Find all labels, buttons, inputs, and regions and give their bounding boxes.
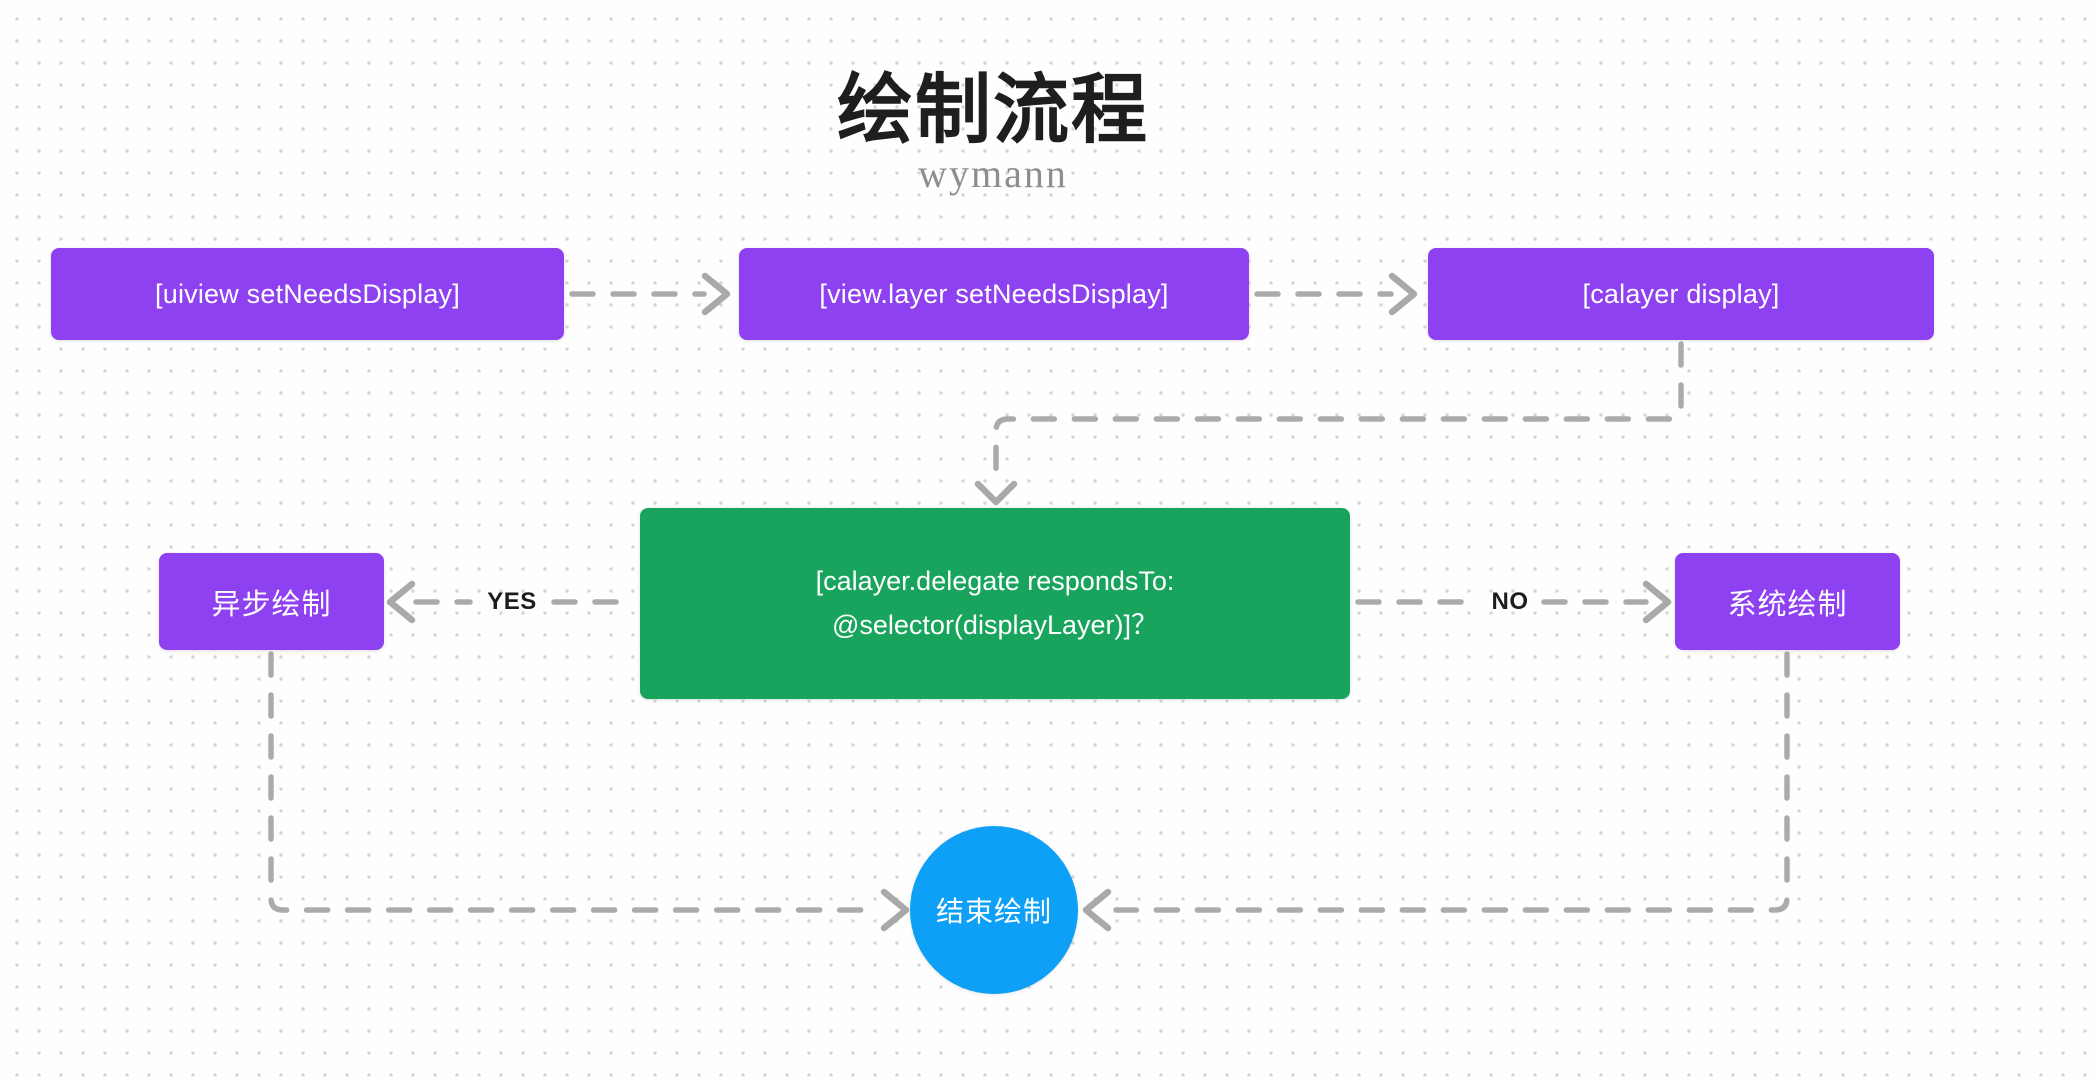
arrowhead-right-icon xyxy=(1388,272,1418,316)
node-label-line1: [calayer.delegate respondsTo: xyxy=(815,566,1175,597)
arrowhead-right-icon xyxy=(880,888,910,932)
node-label-line2: @selector(displayLayer)]？ xyxy=(831,609,1159,640)
arrowhead-right-icon xyxy=(701,272,731,316)
arrowhead-right-icon xyxy=(1642,580,1672,624)
edge-label-yes[interactable]: YES xyxy=(487,588,537,615)
arrowhead-left-icon xyxy=(1082,888,1112,932)
node-label: [view.layer setNeedsDisplay] xyxy=(819,278,1169,309)
node-system-draw[interactable]: 系统绘制 xyxy=(1675,553,1900,650)
node-label: 系统绘制 xyxy=(1727,588,1848,621)
node-label: 异步绘制 xyxy=(211,588,332,621)
edge-uiview-to-viewlayer[interactable] xyxy=(569,272,731,316)
edge-delegate-to-system-no[interactable] xyxy=(1355,580,1672,624)
diagram-title: 绘制流程 xyxy=(837,68,1149,153)
node-calayer-display[interactable]: [calayer display] xyxy=(1428,248,1934,340)
node-label: [uiview setNeedsDisplay] xyxy=(155,278,460,309)
edge-delegate-to-async-yes[interactable] xyxy=(386,580,635,624)
edge-calayer-to-delegate[interactable] xyxy=(974,341,1684,506)
node-delegate-respondsto-decision[interactable]: [calayer.delegate respondsTo: @selector(… xyxy=(640,508,1350,699)
node-uiview-setneedsdisplay[interactable]: [uiview setNeedsDisplay] xyxy=(51,248,564,340)
edge-async-to-end[interactable] xyxy=(268,651,910,932)
node-label: [calayer display] xyxy=(1582,278,1780,309)
node-viewlayer-setneedsdisplay[interactable]: [view.layer setNeedsDisplay] xyxy=(739,248,1249,340)
node-async-draw[interactable]: 异步绘制 xyxy=(159,553,384,650)
node-end-draw[interactable]: 结束绘制 xyxy=(910,826,1078,994)
node-label: 结束绘制 xyxy=(935,896,1052,927)
edge-system-to-end[interactable] xyxy=(1082,651,1790,932)
diagram-subtitle: wymann xyxy=(918,151,1068,196)
edge-label-no[interactable]: NO xyxy=(1491,588,1529,615)
arrowhead-left-icon xyxy=(386,580,416,624)
edge-viewlayer-to-calayer[interactable] xyxy=(1254,272,1418,316)
arrowhead-down-icon xyxy=(974,480,1018,506)
